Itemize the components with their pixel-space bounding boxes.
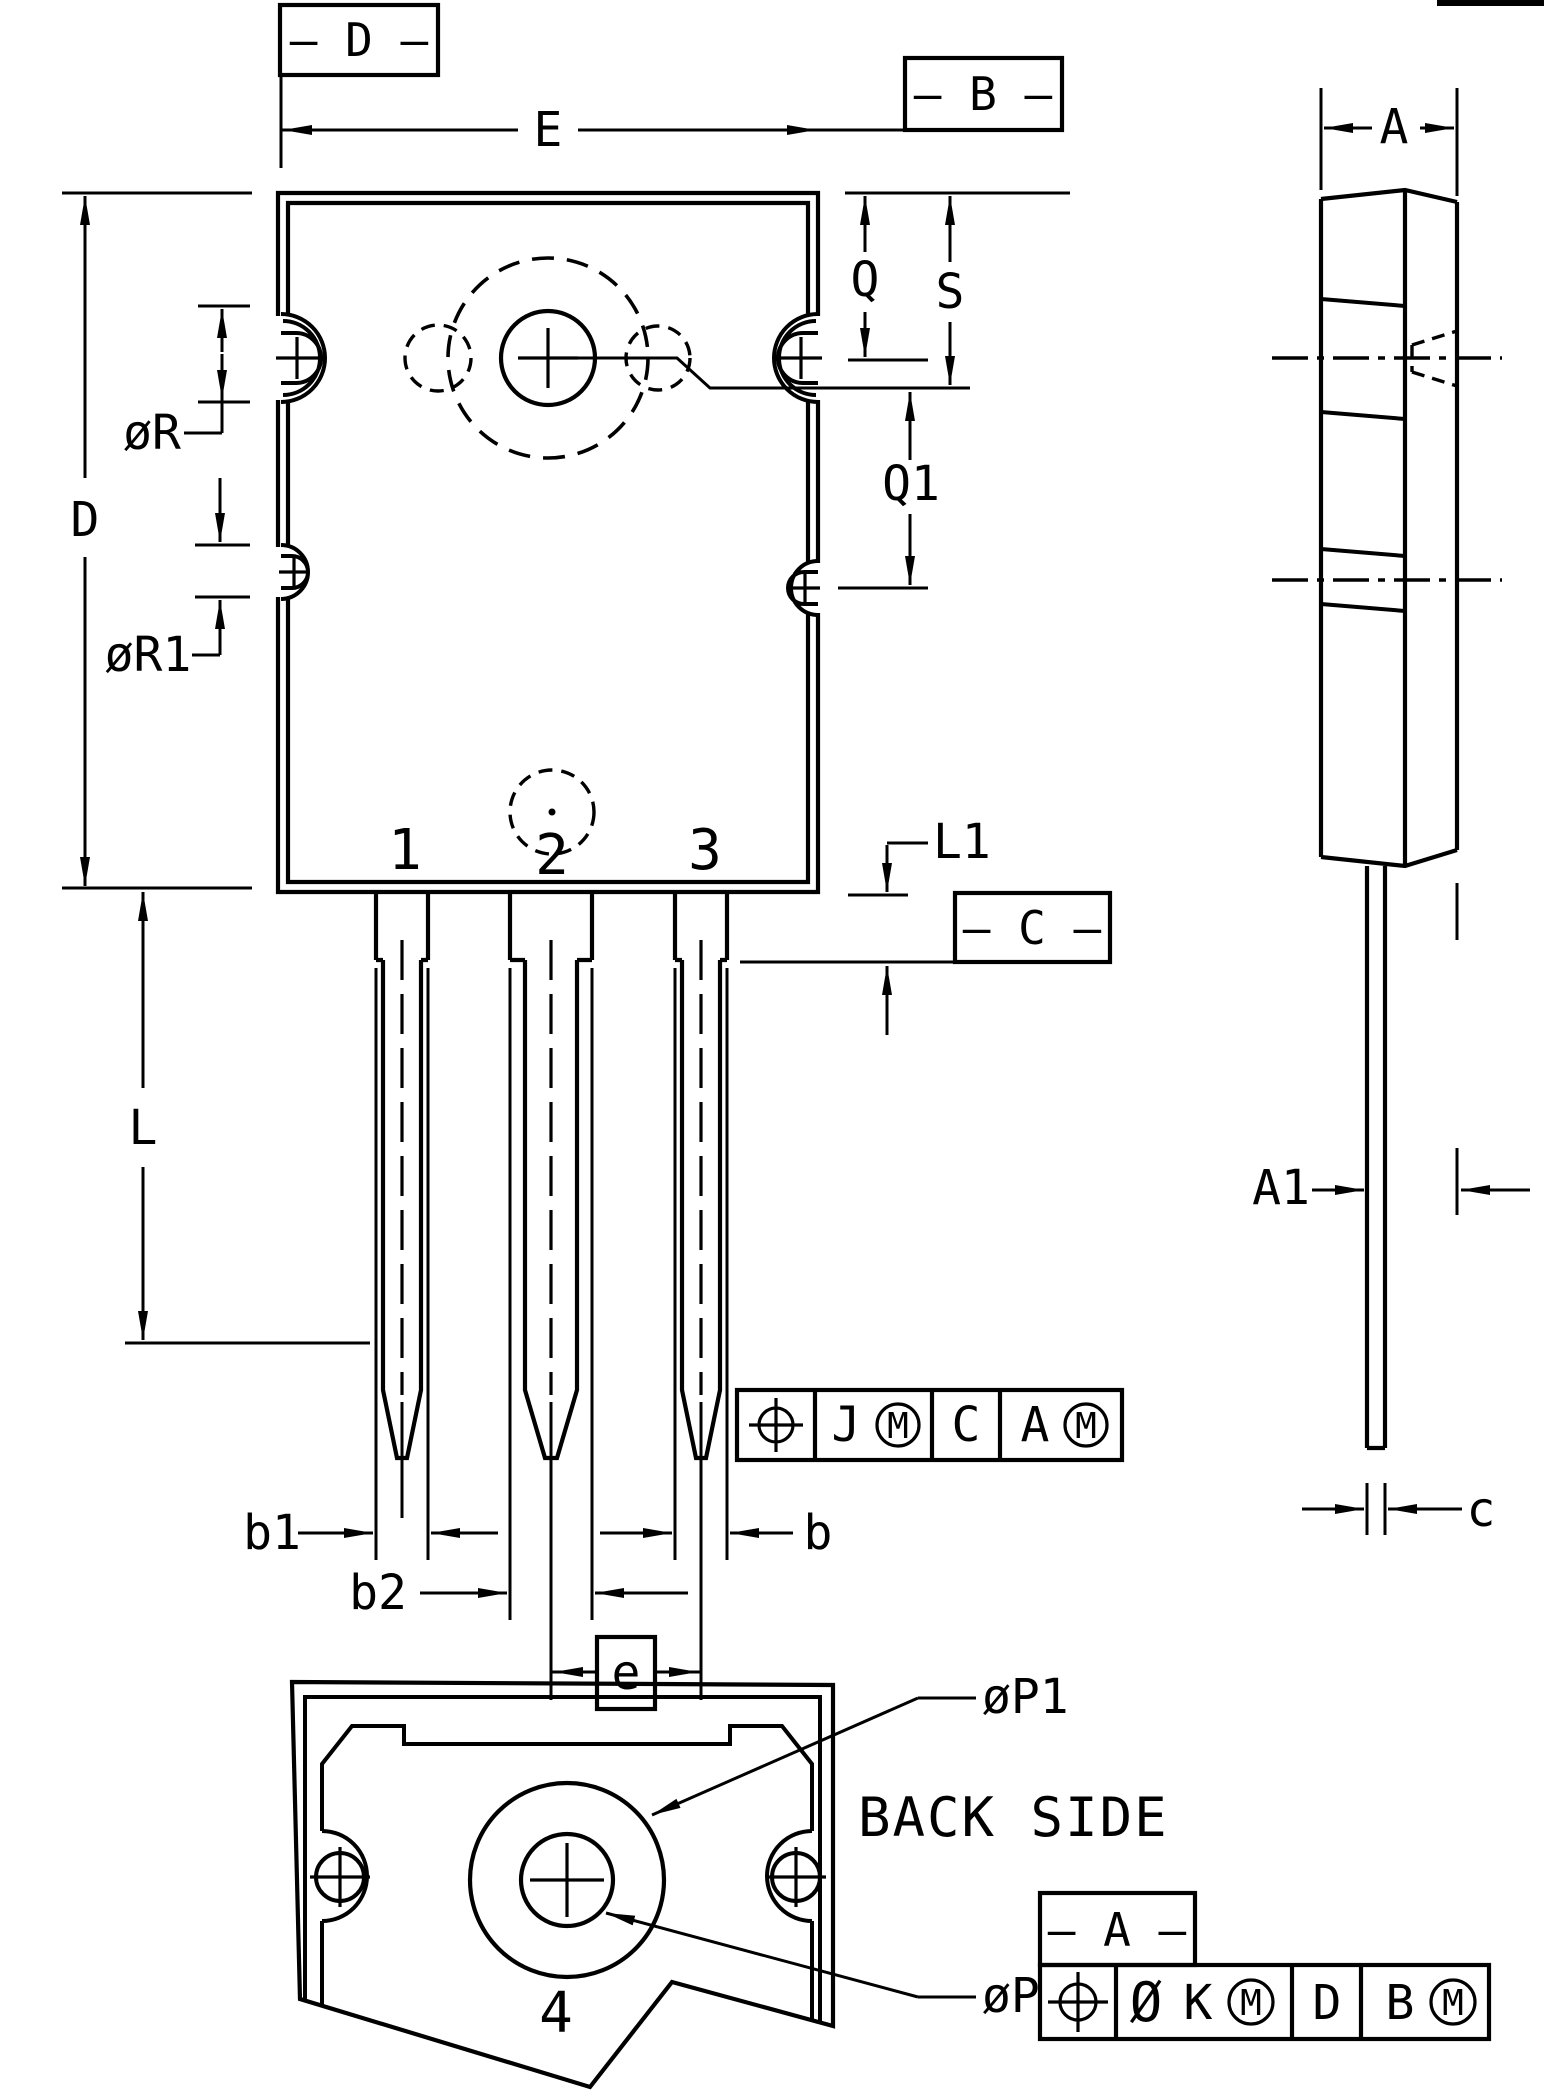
- back-outer-outline: [289, 1679, 836, 2090]
- dim-label-S: S: [936, 264, 965, 320]
- text-labels: — D — — B — — C — — A — E D Q S Q1 øR øR…: [71, 13, 1496, 2046]
- dimension-arrows: [80, 123, 1530, 1999]
- datum-c-label: — C —: [963, 901, 1102, 955]
- back-pad-circle: [467, 1780, 667, 1980]
- dim-label-A: A: [1380, 99, 1409, 155]
- fcf-leads-datum1: J: [832, 1397, 861, 1453]
- back-inner-border: [303, 1695, 822, 2022]
- dim-label-A1: A1: [1252, 1160, 1310, 1216]
- datum-flag-b: [902, 55, 1065, 133]
- dim-label-L1: L1: [933, 814, 991, 870]
- fcf-leads: J M C A M: [734, 1387, 1125, 1463]
- fcf-hole-diameter: Ø: [1130, 1971, 1163, 2034]
- position-symbol-cross: [1048, 1972, 1108, 2032]
- side-view: [1272, 187, 1502, 1451]
- dim-label-P: øP: [982, 1968, 1040, 2024]
- center-crosses: [276, 328, 822, 603]
- fcf-leads-mod1: M: [887, 1406, 909, 1447]
- side-hole-hidden-lines: [1410, 329, 1458, 388]
- leader-P1: [651, 1696, 919, 1817]
- pin2-index-dashed-circle: [508, 768, 596, 856]
- dim-label-L: L: [129, 1100, 158, 1156]
- back-molding-outline: [320, 1724, 814, 2020]
- fcf-hole-mod3: M: [1442, 1983, 1464, 2024]
- dim-label-R: øR: [123, 405, 181, 461]
- datum-b-label: — B —: [914, 67, 1053, 121]
- dim-label-c: c: [1467, 1482, 1496, 1538]
- pin-number-3: 3: [688, 818, 722, 883]
- fcf-leads-dividers: [812, 1390, 1003, 1460]
- pin-number-4: 4: [539, 1981, 573, 2046]
- fcf-hole-dividers: [1113, 1965, 1364, 2039]
- datum-flag-d: [277, 2, 441, 78]
- fcf-leads-datum3: A: [1021, 1397, 1050, 1453]
- dim-label-b: b: [804, 1505, 833, 1561]
- fcf-leads-datum2: C: [952, 1397, 981, 1453]
- fcf-hole-datum3: B: [1386, 1975, 1415, 2031]
- dim-label-b1: b1: [243, 1505, 301, 1561]
- fcf-hole-datum2: D: [1313, 1975, 1342, 2031]
- dim-label-Q: Q: [851, 252, 880, 308]
- dim-label-Q1: Q1: [882, 456, 940, 512]
- side-hole-edge-lines: [1320, 297, 1406, 613]
- fcf-hole: Ø K M D B M: [1037, 1962, 1492, 2042]
- leader-P: [605, 1911, 919, 1999]
- back-crosses: [310, 1843, 826, 1917]
- scan-artifact-line: [1437, 0, 1544, 6]
- dim-label-b2: b2: [349, 1565, 407, 1621]
- fcf-leads-mod3: M: [1075, 1406, 1097, 1447]
- fcf-hole-datum1: K: [1184, 1975, 1213, 2031]
- pin-number-1: 1: [388, 818, 422, 883]
- datum-a-label: — A —: [1048, 1903, 1187, 1957]
- pin-number-2: 2: [535, 823, 569, 888]
- mmc-circle-2: [1063, 1402, 1109, 1448]
- datum-flag-c: [952, 890, 1113, 965]
- front-view: [268, 190, 828, 1700]
- dim-label-E: E: [534, 102, 563, 158]
- side-centerlines: [1272, 356, 1502, 582]
- mmc-circle-1: [1227, 1978, 1275, 2026]
- dim-label-D: D: [71, 492, 100, 548]
- datum-d-label: — D —: [290, 13, 429, 67]
- fcf-leads-frame: [734, 1387, 1125, 1463]
- pin2-index-dot: [548, 808, 556, 816]
- dim-label-e: e: [612, 1645, 641, 1701]
- back-hole-circle: [518, 1831, 616, 1929]
- back-side-title: BACK SIDE: [858, 1786, 1169, 1849]
- pin-extension-lines: [374, 968, 729, 1620]
- dim-label-R1: øR1: [105, 627, 192, 683]
- side-body-outline: [1318, 187, 1460, 1451]
- pin-centerlines-dashed: [400, 940, 703, 1395]
- pin-centerlines-solid: [400, 1402, 703, 1700]
- mmc-circle-1: [875, 1402, 921, 1448]
- mmc-circle-2: [1429, 1978, 1477, 2026]
- dim-label-P1: øP1: [982, 1669, 1069, 1725]
- body-outline: [275, 190, 821, 895]
- position-symbol-cross: [749, 1398, 803, 1452]
- fcf-hole-frame: [1037, 1962, 1492, 2042]
- back-view: [289, 1679, 836, 2090]
- fcf-hole-mod1: M: [1240, 1983, 1262, 2024]
- left-dashed-circle: [403, 323, 473, 393]
